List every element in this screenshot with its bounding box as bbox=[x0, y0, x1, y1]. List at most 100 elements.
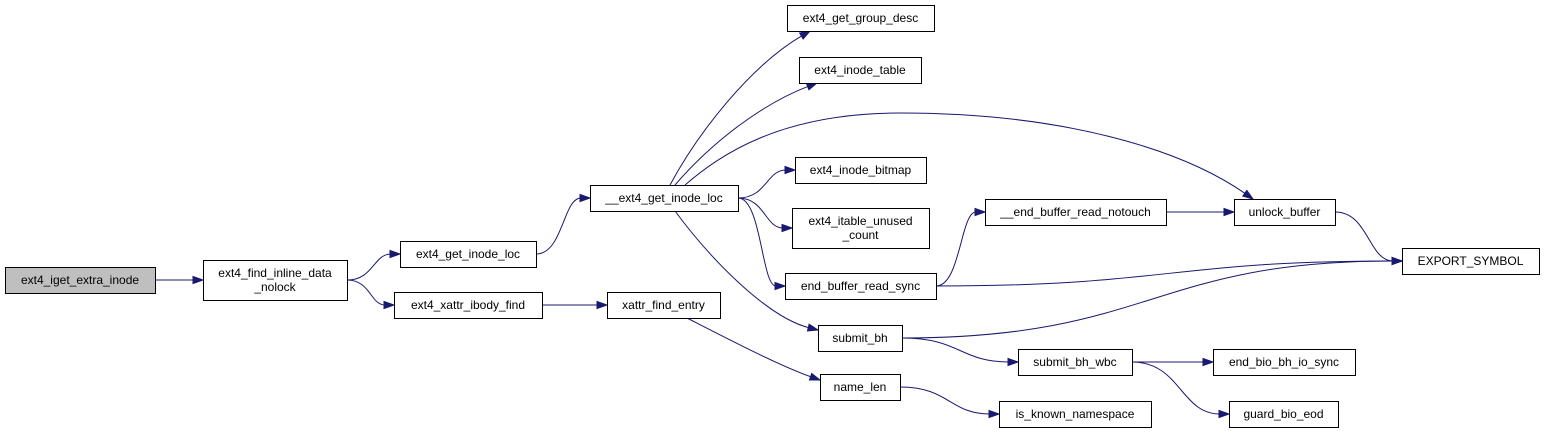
edge-xattr_ibody-to-xattr_find_entry bbox=[542, 300, 609, 310]
edge-arrowhead bbox=[1241, 189, 1255, 200]
edge-arrowhead bbox=[1223, 207, 1236, 217]
edge-end_buffer_read_notouch-to-unlock_buffer bbox=[1166, 207, 1236, 217]
edge-arrowhead bbox=[784, 165, 797, 175]
edge-line bbox=[899, 386, 991, 415]
node-box bbox=[785, 273, 937, 300]
node-xattr-ibody[interactable]: ext4_xattr_ibody_find bbox=[394, 292, 543, 319]
node-unlock-buffer[interactable]: unlock_buffer bbox=[1234, 199, 1336, 226]
node-box bbox=[1402, 248, 1540, 275]
edge-name_len-to-is_known_namespace bbox=[899, 386, 1001, 419]
node-box bbox=[1229, 401, 1339, 428]
node-root[interactable]: ext4_iget_extra_inode bbox=[5, 267, 156, 294]
node-submit-bh[interactable]: submit_bh bbox=[818, 325, 903, 352]
node-box bbox=[1018, 349, 1133, 376]
node-guard-bio-eod[interactable]: guard_bio_eod bbox=[1229, 401, 1339, 428]
node-label: ext4_get_inode_loc bbox=[416, 247, 520, 261]
node-find-inline[interactable]: ext4_find_inline_data_nolock bbox=[203, 260, 348, 301]
edge-line bbox=[346, 253, 392, 281]
edge-submit_bh_wbc-to-end_bio_bh_io_sync bbox=[1131, 357, 1215, 367]
edge-line bbox=[737, 197, 777, 287]
node-xattr-find-entry[interactable]: xattr_find_entry bbox=[607, 292, 721, 319]
edge-line bbox=[346, 279, 386, 306]
node-export-symbol[interactable]: EXPORT_SYMBOL bbox=[1402, 248, 1540, 275]
edge-arrowhead bbox=[1007, 357, 1020, 367]
edge-__get_inode_loc-to-unlock_buffer bbox=[684, 112, 1255, 200]
node-label: end_bio_bh_io_sync bbox=[1229, 355, 1339, 369]
node-label: unlock_buffer bbox=[1249, 205, 1321, 219]
node-is-known-namespace[interactable]: is_known_namespace bbox=[999, 401, 1152, 428]
node-box bbox=[999, 401, 1152, 428]
node-itable-unused[interactable]: ext4_itable_unused_count bbox=[792, 208, 930, 249]
edge-end_buffer_read_sync-to-export_symbol bbox=[935, 256, 1404, 287]
node-end-bio-bh-io-sync[interactable]: end_bio_bh_io_sync bbox=[1213, 349, 1356, 376]
edge-end_buffer_read_sync-to-end_buffer_read_notouch bbox=[935, 207, 987, 287]
node-box bbox=[1213, 349, 1356, 376]
node-label: ext4_inode_bitmap bbox=[810, 163, 912, 177]
edge-root-to-find_inline bbox=[155, 275, 205, 285]
edge-arrowhead bbox=[805, 82, 819, 91]
edge-unlock_buffer-to-export_symbol bbox=[1334, 211, 1404, 266]
edge-arrowhead bbox=[1202, 357, 1215, 367]
node-end-buffer-read-sync[interactable]: end_buffer_read_sync bbox=[785, 273, 937, 300]
node-label: __end_buffer_read_notouch bbox=[999, 205, 1151, 219]
edge-arrowhead bbox=[389, 249, 402, 259]
edge-line bbox=[684, 112, 1246, 195]
edge-arrowhead bbox=[781, 223, 794, 233]
node-end-buffer-read-notouch[interactable]: __end_buffer_read_notouch bbox=[985, 199, 1167, 226]
edge-line bbox=[535, 197, 582, 255]
edge-xattr_find_entry-to-name_len bbox=[686, 317, 822, 381]
node-get-inode-loc[interactable]: ext4_get_inode_loc bbox=[400, 241, 537, 268]
node-label: _nolock bbox=[253, 280, 296, 294]
node-label: ext4_find_inline_data bbox=[218, 266, 332, 280]
edge-__get_inode_loc-to-inode_bitmap bbox=[737, 165, 797, 199]
node-box bbox=[985, 199, 1167, 226]
edge-arrowhead bbox=[1391, 256, 1404, 266]
edge-line bbox=[686, 317, 812, 378]
node-label: ext4_inode_table bbox=[814, 63, 906, 77]
edge-line bbox=[737, 169, 787, 199]
edge-line bbox=[669, 35, 803, 186]
node-name-len[interactable]: name_len bbox=[820, 374, 901, 401]
node-box bbox=[607, 292, 721, 319]
node-box bbox=[792, 208, 930, 249]
edge-line bbox=[674, 210, 810, 329]
edge-arrowhead bbox=[192, 275, 205, 285]
node---get-inode-loc[interactable]: __ext4_get_inode_loc bbox=[590, 185, 739, 212]
edge-__get_inode_loc-to-itable_unused bbox=[737, 197, 794, 233]
edge-submit_bh_wbc-to-guard_bio_eod bbox=[1131, 361, 1231, 419]
edge-submit_bh-to-submit_bh_wbc bbox=[901, 337, 1020, 367]
node-box bbox=[820, 374, 901, 401]
node-submit-bh-wbc[interactable]: submit_bh_wbc bbox=[1018, 349, 1133, 376]
node-inode-table[interactable]: ext4_inode_table bbox=[799, 57, 922, 84]
edge-__get_inode_loc-to-submit_bh bbox=[674, 210, 820, 332]
node-box bbox=[400, 241, 537, 268]
nodes-layer: ext4_iget_extra_inode ext4_find_inline_da… bbox=[5, 5, 1540, 428]
node-label: submit_bh_wbc bbox=[1033, 355, 1116, 369]
node-group-desc[interactable]: ext4_get_group_desc bbox=[787, 5, 935, 32]
node-box bbox=[394, 292, 543, 319]
node-label: _count bbox=[841, 228, 879, 242]
node-inode-bitmap[interactable]: ext4_inode_bitmap bbox=[795, 157, 927, 184]
edge-__get_inode_loc-to-end_buffer_read_sync bbox=[737, 197, 787, 291]
node-box bbox=[203, 260, 348, 301]
edge-arrowhead bbox=[808, 372, 822, 381]
node-box bbox=[590, 185, 739, 212]
node-label: submit_bh bbox=[832, 331, 887, 345]
node-box bbox=[818, 325, 903, 352]
node-label: ext4_xattr_ibody_find bbox=[411, 298, 525, 312]
edge-get_inode_loc-to-__get_inode_loc bbox=[535, 193, 592, 255]
edge-arrowhead bbox=[974, 207, 987, 217]
node-label: __ext4_get_inode_loc bbox=[604, 191, 722, 205]
edge-__get_inode_loc-to-group_desc bbox=[669, 30, 812, 186]
edge-arrowhead bbox=[383, 300, 396, 310]
node-label: end_buffer_read_sync bbox=[801, 279, 920, 293]
node-box bbox=[787, 5, 935, 32]
node-label: ext4_iget_extra_inode bbox=[21, 273, 139, 287]
node-label: is_known_namespace bbox=[1016, 407, 1135, 421]
edge-line bbox=[901, 337, 1010, 363]
edge-line bbox=[935, 260, 1394, 287]
edge-find_inline-to-get_inode_loc bbox=[346, 249, 402, 281]
node-label: xattr_find_entry bbox=[622, 298, 705, 312]
node-label: EXPORT_SYMBOL bbox=[1418, 254, 1524, 268]
